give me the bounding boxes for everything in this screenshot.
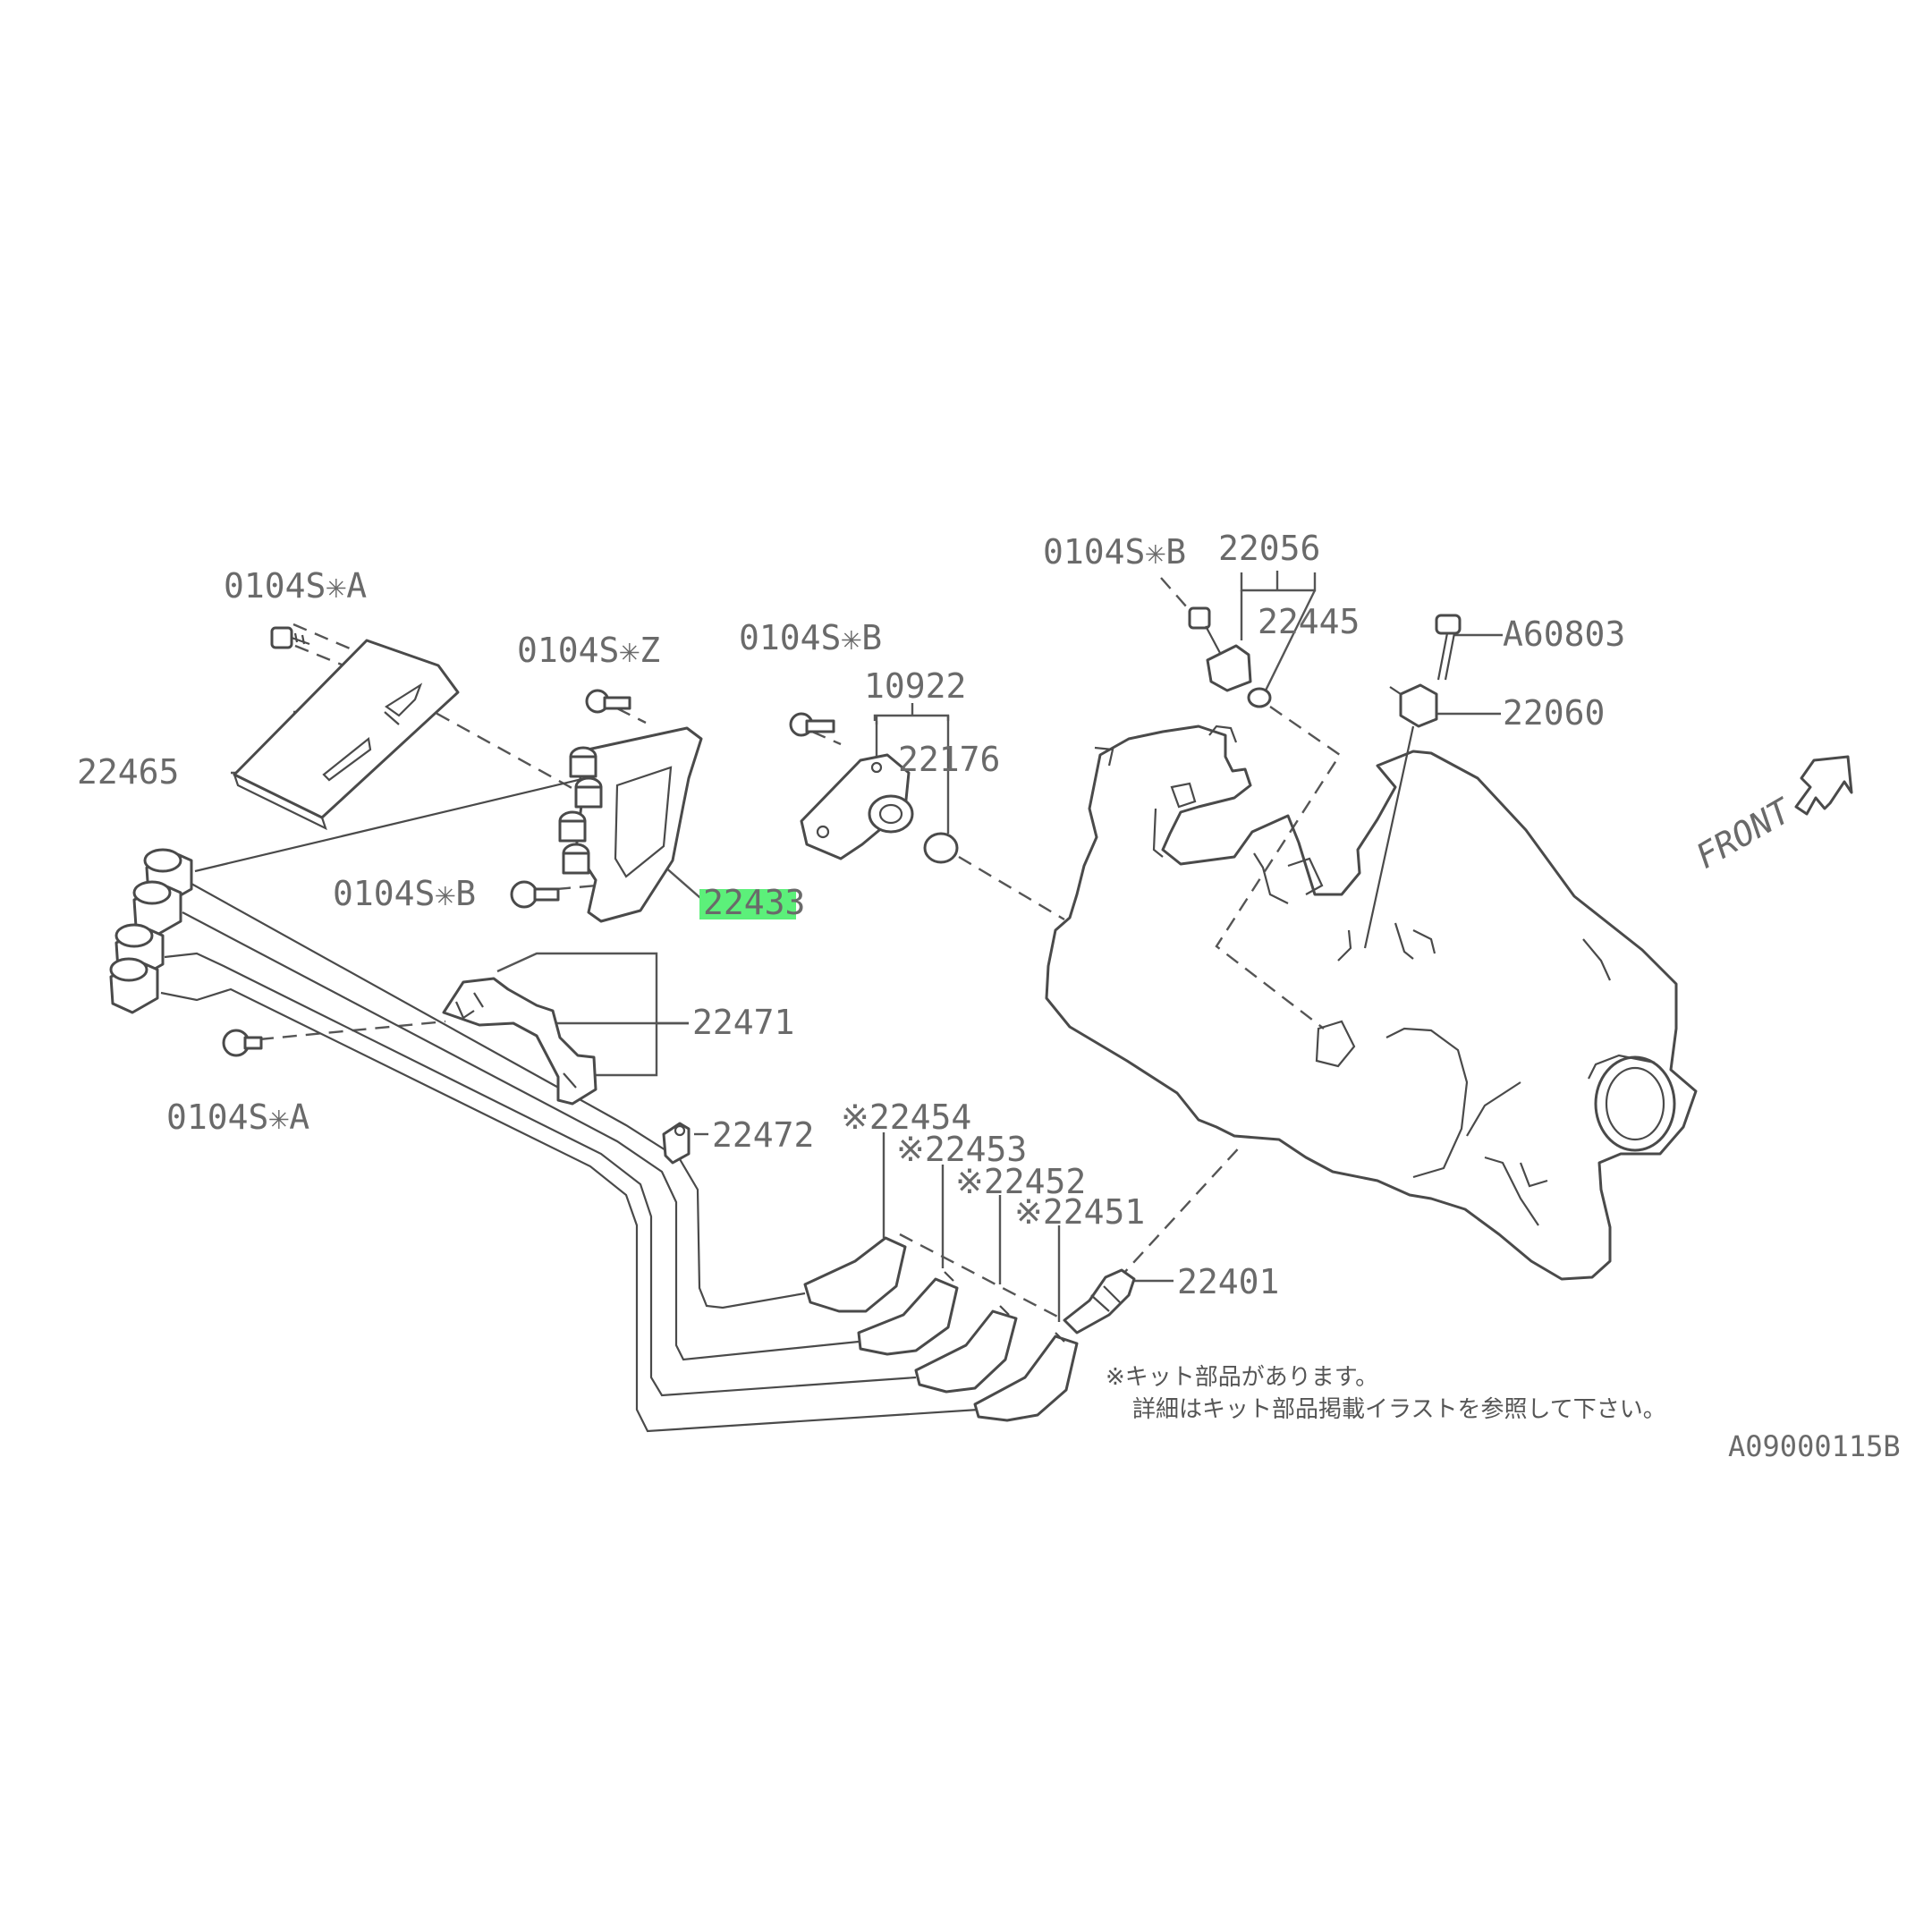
label-22465: 22465 — [77, 752, 179, 792]
label-0104s-z: 0104S✳Z — [517, 631, 660, 670]
label-22433: 22433 — [703, 883, 805, 922]
label-22451: ※22451 — [1014, 1192, 1145, 1232]
cover-22465 — [233, 639, 460, 831]
label-0104s-b-center: 0104S✳B — [739, 618, 882, 657]
bolt-icon — [789, 712, 835, 737]
bolt-icon — [585, 689, 631, 714]
label-22056: 22056 — [1218, 529, 1320, 568]
sensor-22060 — [1389, 683, 1438, 728]
kit-note-line1: ※キット部品があります。 — [1106, 1364, 1378, 1391]
label-0104s-a-top: 0104S✳A — [224, 566, 367, 606]
clip-22472 — [662, 1122, 691, 1165]
spark-plug-wires — [109, 848, 1079, 1433]
label-22060: 22060 — [1503, 693, 1605, 733]
o-ring-22445 — [1247, 687, 1272, 708]
front-arrow-icon — [1794, 755, 1853, 816]
front-label: FRONT — [1690, 790, 1800, 876]
part-labels: 0104S✳A 0104S✳Z 0104S✳B 0104S✳B 0104S✳B … — [77, 529, 1625, 1301]
label-22401: 22401 — [1177, 1262, 1279, 1301]
bracket-10922 — [800, 753, 914, 860]
label-10922: 10922 — [864, 666, 966, 706]
label-22452: ※22452 — [955, 1162, 1086, 1201]
wire-holder-22471 — [442, 977, 597, 1106]
ignition-coil-22433 — [558, 726, 703, 923]
kit-note-line2: 詳細はキット部品掲載イラストを参照して下さい。 — [1132, 1396, 1666, 1423]
label-22471: 22471 — [692, 1003, 794, 1042]
label-a60803: A60803 — [1503, 614, 1625, 654]
label-22454: ※22454 — [841, 1097, 971, 1137]
engine-block — [1045, 724, 1698, 1281]
label-22176: 22176 — [898, 740, 1000, 779]
figure-code: A09000115B — [1728, 1429, 1901, 1463]
bolt-icon — [270, 626, 310, 649]
label-0104s-b-left: 0104S✳B — [333, 874, 476, 913]
label-0104s-a-bottom: 0104S✳A — [166, 1097, 309, 1137]
label-22453: ※22453 — [896, 1130, 1027, 1169]
o-ring-22176 — [923, 832, 959, 864]
label-0104s-b-top: 0104S✳B — [1043, 532, 1186, 572]
bolt-a60803 — [1435, 614, 1462, 681]
label-22472: 22472 — [712, 1115, 814, 1155]
sensor-22056 — [1188, 606, 1252, 692]
spark-plug-22401 — [1063, 1268, 1136, 1335]
label-22445: 22445 — [1258, 602, 1360, 641]
bolt-icon — [510, 880, 560, 909]
bolt-icon — [222, 1029, 263, 1057]
highlight-22433 — [699, 889, 796, 919]
